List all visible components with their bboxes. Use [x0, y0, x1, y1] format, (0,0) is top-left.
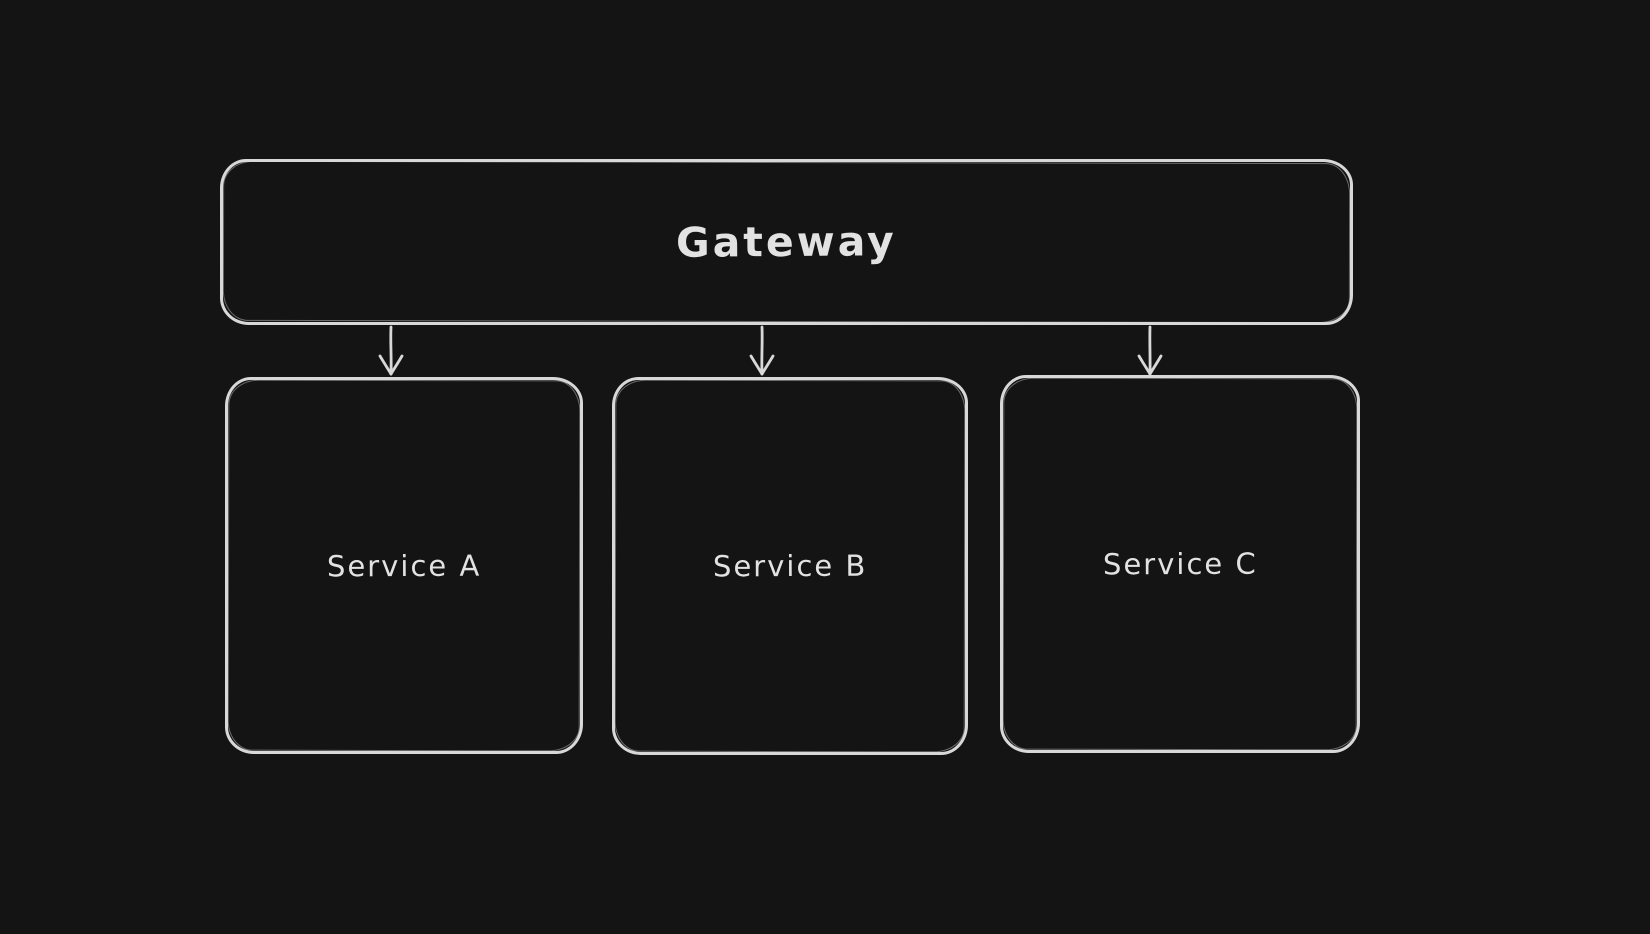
arrow-head-icon — [1137, 354, 1163, 376]
edge-gateway-to-service-b[interactable] — [744, 325, 780, 378]
edge-gateway-to-service-a[interactable] — [373, 325, 409, 378]
node-service-b-label: Service B — [712, 548, 868, 584]
node-service-a-label: Service A — [326, 548, 482, 583]
node-service-c[interactable]: Service C — [1000, 375, 1360, 753]
node-service-a[interactable]: Service A — [225, 377, 583, 754]
node-gateway-label: Gateway — [675, 217, 898, 267]
node-service-b[interactable]: Service B — [612, 377, 968, 755]
node-gateway[interactable]: Gateway — [220, 159, 1353, 325]
arrow-head-icon — [378, 354, 404, 376]
node-service-c-label: Service C — [1102, 546, 1258, 582]
edge-gateway-to-service-c[interactable] — [1132, 325, 1168, 378]
arrow-head-icon — [749, 354, 775, 376]
